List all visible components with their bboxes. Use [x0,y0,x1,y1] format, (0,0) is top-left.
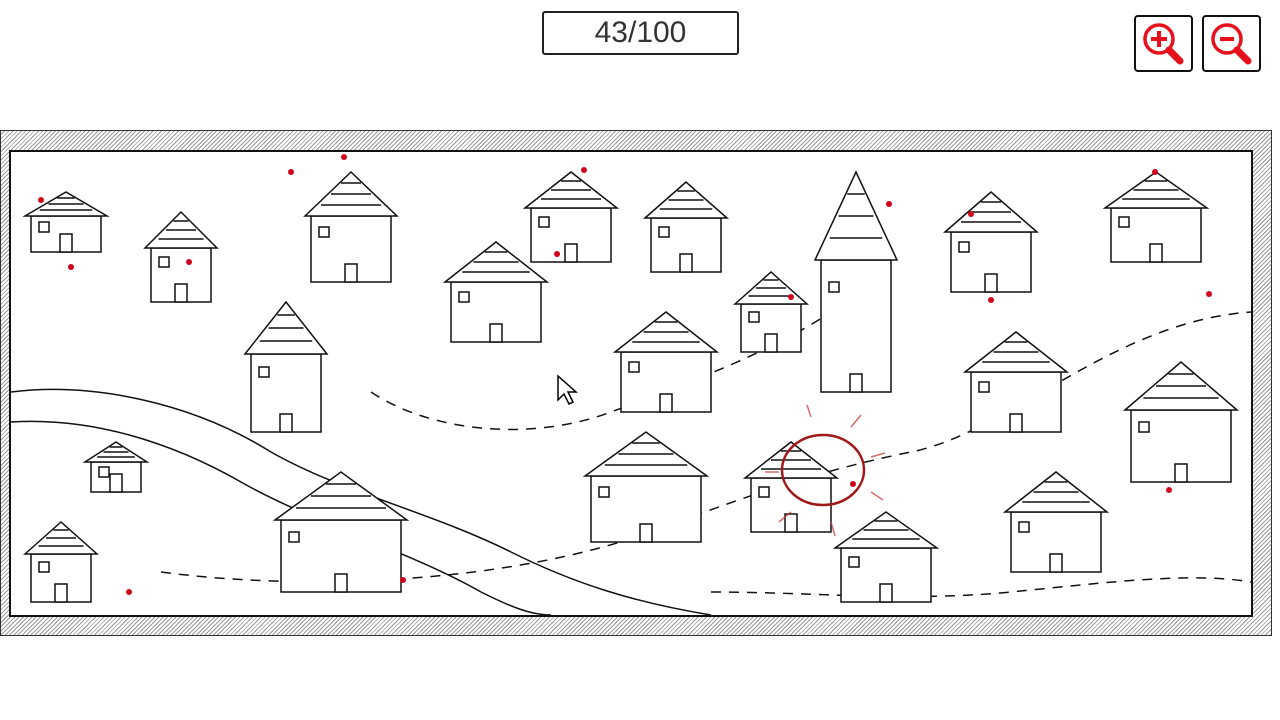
house[interactable] [442,241,550,343]
house[interactable] [962,331,1070,433]
hidden-object-marker[interactable] [1152,169,1158,175]
magnifier-minus-icon [1210,22,1251,64]
house[interactable] [303,170,399,283]
house[interactable] [1122,361,1240,483]
hidden-object-marker[interactable] [968,211,974,217]
house[interactable] [643,181,729,273]
hidden-object-marker[interactable] [554,251,560,257]
found-item-highlight [780,433,866,507]
hidden-object-marker[interactable] [788,294,794,300]
house[interactable] [733,270,809,353]
hidden-object-marker[interactable] [886,201,892,207]
hidden-object-marker[interactable] [1166,487,1172,493]
hidden-object-marker[interactable] [850,481,856,487]
hidden-object-marker[interactable] [400,577,406,583]
house[interactable] [612,311,720,413]
house[interactable] [1002,471,1110,573]
house[interactable] [1102,171,1210,263]
hidden-object-marker[interactable] [186,259,192,265]
house[interactable] [813,170,899,393]
zoom-out-button[interactable] [1202,15,1261,72]
house[interactable] [243,300,329,433]
house[interactable] [272,471,410,593]
mouse-cursor-icon [557,374,578,406]
house[interactable] [522,171,620,263]
magnifier-plus-icon [1142,22,1183,64]
house[interactable] [22,191,110,253]
village-scene[interactable] [9,150,1253,617]
zoom-in-button[interactable] [1134,15,1193,72]
house[interactable] [942,191,1040,293]
hidden-object-marker[interactable] [38,197,44,203]
hidden-object-marker[interactable] [988,297,994,303]
hidden-object-marker[interactable] [1206,291,1212,297]
village-illustration[interactable] [11,152,1251,615]
house[interactable] [832,511,940,603]
house[interactable] [742,441,840,533]
map-frame [0,130,1272,636]
house[interactable] [23,520,99,603]
hidden-object-marker[interactable] [581,167,587,173]
house[interactable] [582,431,710,543]
house[interactable] [143,210,219,303]
hidden-object-marker[interactable] [68,264,74,270]
hidden-object-marker[interactable] [288,169,294,175]
house[interactable] [82,441,150,493]
hidden-object-marker[interactable] [126,589,132,595]
found-counter: 43/100 [542,11,739,55]
hidden-object-marker[interactable] [341,154,347,160]
